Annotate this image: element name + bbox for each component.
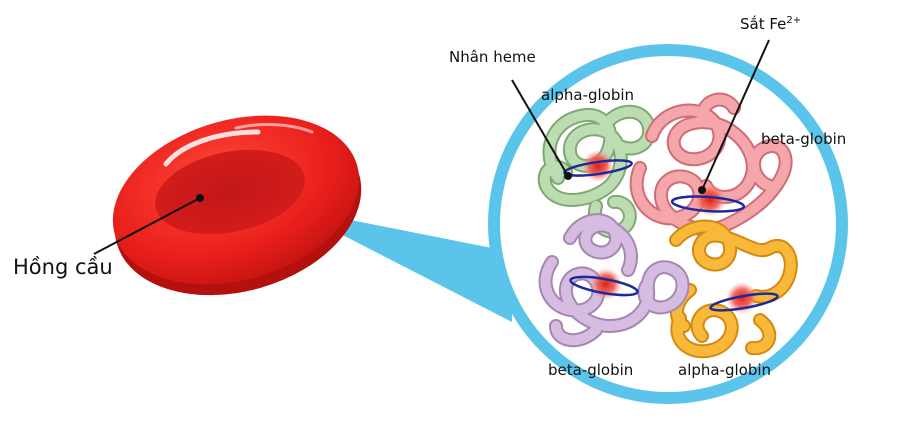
alpha-globin-chain-bottom: [669, 219, 798, 359]
beta-globin-chain-top: [629, 92, 793, 237]
leader-red-cell: [93, 197, 201, 255]
red-blood-cell: [112, 115, 362, 296]
cell-highlight: [163, 129, 261, 167]
label-beta-globin-top: beta-globin: [761, 130, 847, 148]
label-iron: Sắt Fe2+: [740, 16, 801, 32]
cell-highlight-2: [234, 123, 314, 134]
leader-lines: [93, 39, 770, 255]
cell-dimple: [155, 149, 305, 235]
leader-heme-dot: [564, 172, 572, 180]
callout-wedge: [290, 208, 512, 322]
label-heme: Nhân heme: [449, 48, 536, 66]
leader-iron: [701, 39, 770, 191]
label-beta-globin-bottom: beta-globin: [548, 361, 634, 379]
beta-globin-chain-bottom: [538, 213, 690, 347]
label-red-cell: Hồng cầu: [13, 255, 113, 279]
label-alpha-globin-bottom: alpha-globin: [678, 361, 772, 379]
heme-group-4: [709, 282, 779, 314]
label-alpha-globin-top: alpha-globin: [541, 86, 635, 104]
leader-red-cell-dot: [196, 194, 204, 202]
hemoglobin-molecule: [537, 92, 798, 359]
label-iron-text: Sắt Fe: [740, 15, 787, 33]
label-iron-charge: 2+: [786, 15, 802, 26]
heme-group-3: [569, 268, 639, 300]
leader-iron-dot: [698, 186, 706, 194]
leader-heme: [511, 79, 569, 177]
heme-group-1: [563, 150, 633, 182]
